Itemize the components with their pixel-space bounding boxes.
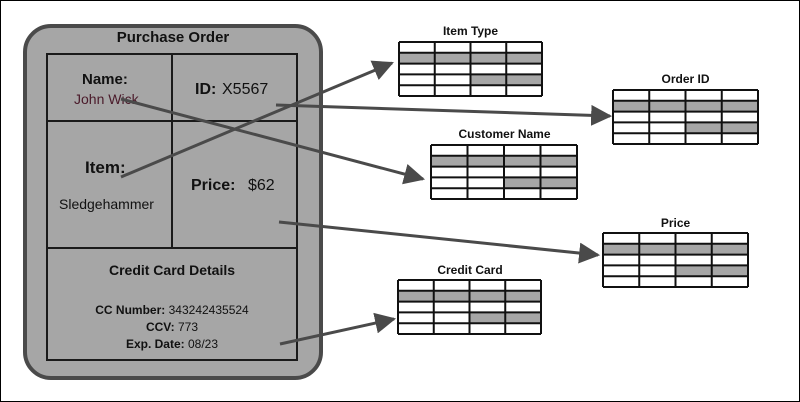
item-value: Sledgehammer <box>59 196 154 212</box>
table-shaded-cell <box>431 155 468 167</box>
exp-date-line: Exp. Date: 08/23 <box>48 337 296 351</box>
cc-number-value: 343242435524 <box>168 303 249 317</box>
purchase-order-card <box>23 24 323 380</box>
ccv-value: 773 <box>177 320 199 334</box>
credit-card-title: Credit Card Details <box>108 262 236 278</box>
arrow-item-to-item-type <box>120 60 394 179</box>
table-title-item-type: Item Type <box>442 24 499 38</box>
table-shaded-cell <box>505 312 541 324</box>
id-label: ID: <box>195 81 217 98</box>
table-title-price: Price <box>660 216 691 230</box>
name-label: Name: <box>82 71 128 88</box>
table-shaded-cell <box>433 290 470 302</box>
table-title-credit-card: Credit Card <box>437 263 503 277</box>
table-shaded-cell <box>469 312 506 324</box>
table-shaded-cell <box>721 122 758 134</box>
credit-card-table <box>397 279 542 335</box>
table-shaded-cell <box>649 100 686 112</box>
table-shaded-cell <box>504 177 541 189</box>
item-label: Item: <box>85 158 126 177</box>
table-title-order-id: Order ID <box>661 72 710 86</box>
table-shaded-cell <box>603 243 640 255</box>
arrow-credit-card-to-credit-card-table <box>279 312 397 346</box>
table-shaded-cell <box>685 122 722 134</box>
table-shaded-cell <box>467 155 504 167</box>
table-shaded-cell <box>675 265 712 277</box>
arrow-price-to-price-table <box>278 220 601 264</box>
table-shaded-cell <box>470 52 507 64</box>
table-shaded-cell <box>470 74 507 86</box>
exp-date-value: 08/23 <box>188 337 219 351</box>
name-value: John Wick <box>74 91 139 107</box>
table-shaded-cell <box>613 100 650 112</box>
price-cell: Price: $62 <box>171 120 298 249</box>
table-shaded-cell <box>675 243 712 255</box>
order-id-table <box>612 89 759 145</box>
table-shaded-cell <box>506 74 542 86</box>
cc-number-line: CC Number: 343242435524 <box>48 303 296 317</box>
item-type-table <box>398 41 543 97</box>
table-title-customer-name: Customer Name <box>458 127 551 141</box>
table-shaded-cell <box>711 265 748 277</box>
table-shaded-cell <box>505 290 541 302</box>
ccv-label: CCV: <box>145 320 175 334</box>
table-shaded-cell <box>506 52 542 64</box>
table-shaded-cell <box>639 243 676 255</box>
purchase-order-title: Purchase Order <box>116 29 230 46</box>
table-shaded-cell <box>540 177 577 189</box>
arrow-name-to-customer-name <box>120 97 426 185</box>
price-value: $62 <box>248 177 275 194</box>
table-shaded-cell <box>721 100 758 112</box>
table-shaded-cell <box>540 155 577 167</box>
price-table <box>602 232 749 288</box>
table-shaded-cell <box>399 52 435 64</box>
table-shaded-cell <box>398 290 434 302</box>
table-shaded-cell <box>504 155 541 167</box>
table-shaded-cell <box>685 100 722 112</box>
price-label: Price: <box>191 177 236 194</box>
cc-number-label: CC Number: <box>95 303 166 317</box>
table-shaded-cell <box>469 290 506 302</box>
table-shaded-cell <box>711 243 748 255</box>
customer-name-table <box>430 144 578 200</box>
exp-date-label: Exp. Date: <box>125 337 185 351</box>
ccv-line: CCV: 773 <box>48 320 296 334</box>
arrow-id-to-order-id <box>275 103 613 126</box>
id-value: X5567 <box>222 81 269 98</box>
table-shaded-cell <box>434 52 471 64</box>
credit-card-cell: Credit Card Details CC Number: 343242435… <box>46 247 298 361</box>
